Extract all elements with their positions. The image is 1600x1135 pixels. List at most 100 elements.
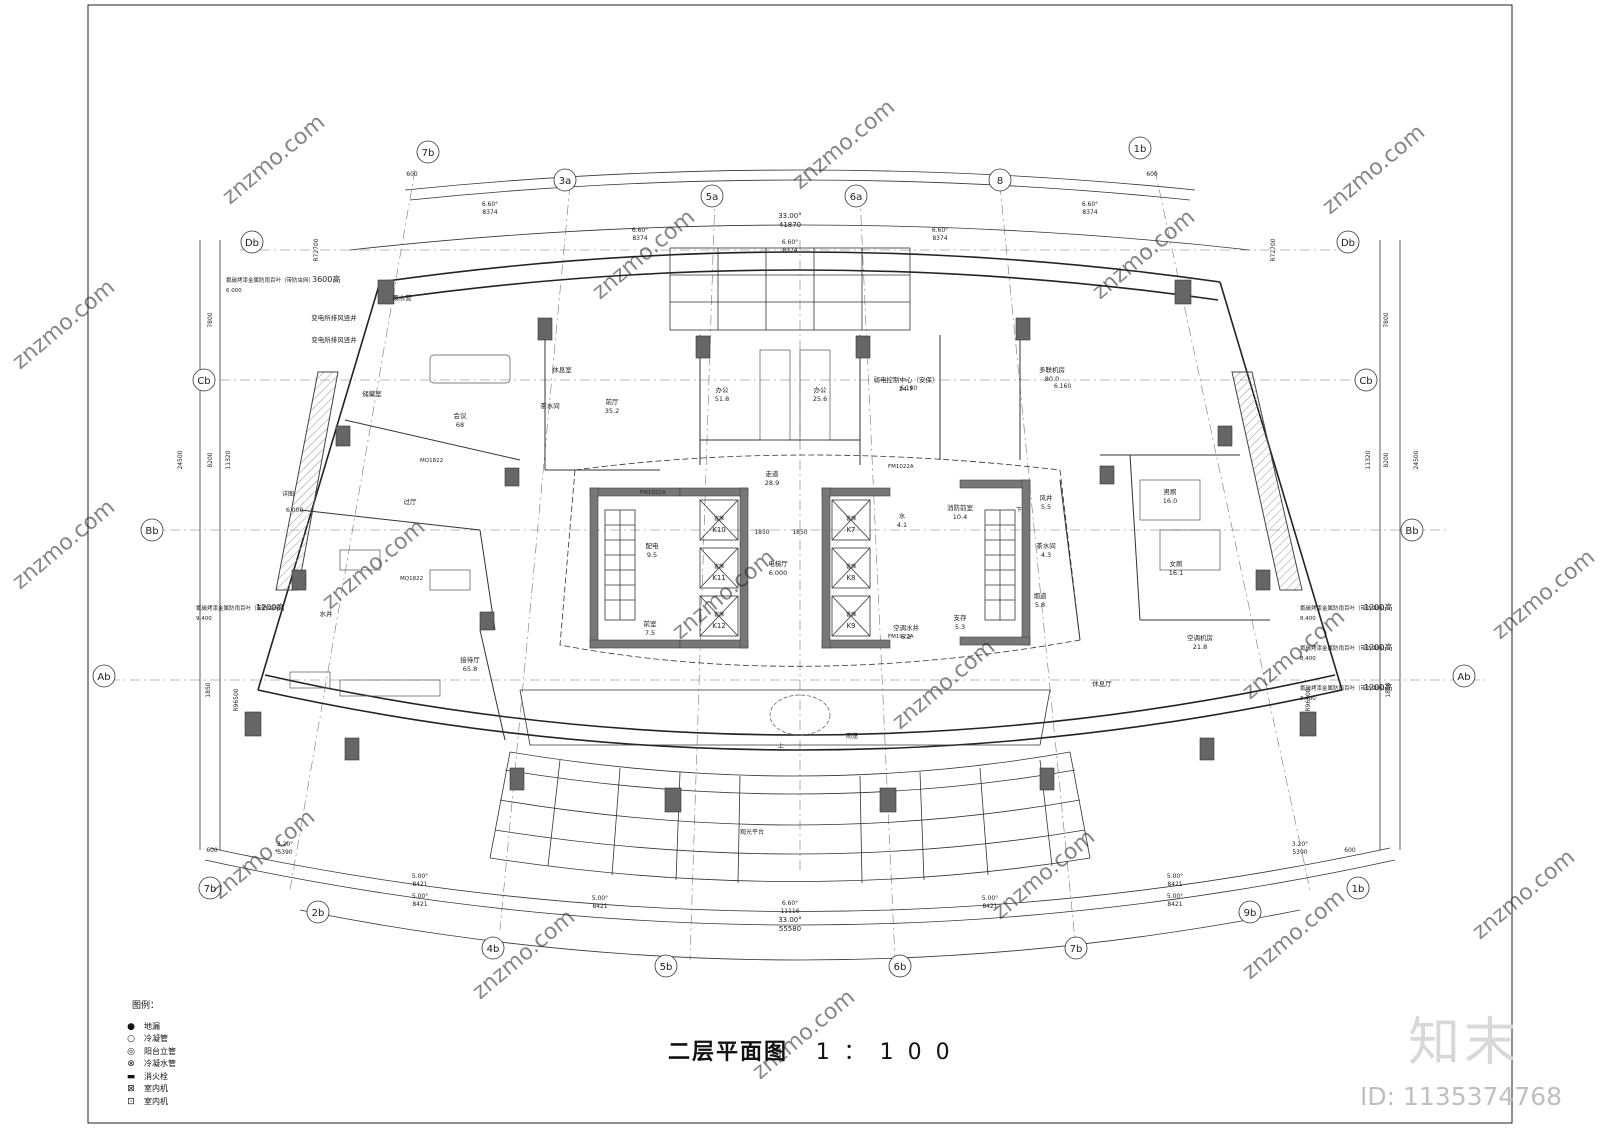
axis-label-left: Ab	[97, 672, 110, 683]
dim-bottom-seg-angle: 5.00°	[412, 893, 428, 900]
radius-outer: R72700	[313, 238, 320, 261]
dim-right-small: 1850	[1385, 682, 1392, 697]
axis-circle-right	[1354, 368, 1378, 392]
dim-bottom-edge-angle: 3.20°	[1292, 841, 1308, 848]
room-name: 空调水井	[893, 623, 920, 632]
window-code: MQ1822	[420, 458, 443, 464]
dim-top-seg-angle: 6.60°	[632, 227, 648, 234]
room-area: 5.3	[955, 623, 965, 631]
dim-bottom-seg-angle: 5.00°	[1167, 873, 1183, 880]
axis-circle-bottom	[654, 954, 678, 978]
sheet-border	[87, 4, 1513, 1124]
room-name: 办公	[814, 385, 828, 394]
watermark-text: znzmo.com	[1318, 120, 1430, 220]
room-name: 接待厅	[460, 655, 480, 664]
room-name: 烟道	[1034, 591, 1048, 600]
axis-label-right: Db	[1341, 238, 1355, 249]
elev-mid-left: 9.400	[196, 616, 212, 622]
dim-left-a: 7800	[207, 312, 214, 327]
room-area: 10.4	[953, 513, 967, 521]
room-name: 水	[899, 511, 906, 520]
watermark-text: znzmo.com	[1468, 845, 1580, 945]
axis-circle-bottom	[306, 900, 330, 924]
stair-up: 上	[778, 742, 784, 750]
dim-top-seg-length: 8374	[1082, 209, 1097, 216]
legend-row: ⊠室内机	[118, 1083, 176, 1096]
note-louver-left: 氟碳烤漆金属防雨百叶（带防虫网）	[196, 604, 284, 612]
axis-circle-top	[844, 184, 868, 208]
legend-symbol-icon: ◎	[127, 1046, 135, 1057]
axis-circle-top	[416, 140, 440, 164]
room-name: 消防前室	[947, 503, 974, 512]
dim-top-seg-length: 8374	[632, 235, 647, 242]
axis-label-bottom: 2b	[312, 908, 325, 919]
fire-door-3: FM1022A	[888, 634, 914, 640]
legend-label: 地漏	[144, 1021, 160, 1031]
axis-label-right: Cb	[1359, 376, 1372, 387]
dim-core-a: 1850	[754, 529, 769, 536]
elev-high-right: 8.400	[1300, 616, 1316, 622]
room-area: 9.5	[647, 551, 657, 559]
elev-label-2: 6.160	[1054, 383, 1071, 390]
room-label: 前室7.5	[644, 619, 658, 637]
lift-tag: 客梯	[714, 515, 724, 522]
lift-code: K8	[846, 574, 855, 582]
room-name: 过厅	[404, 497, 418, 506]
axis-label-top: 6a	[850, 192, 863, 203]
room-label: 茶水间	[540, 401, 560, 410]
drawing-title: 二层平面图	[668, 1040, 789, 1065]
lift-tag: 客梯	[846, 563, 856, 570]
dim-top-angle: 33.00°	[778, 212, 802, 220]
room-name: 风井	[1040, 493, 1054, 502]
watermark-text: znzmo.com	[1488, 545, 1600, 645]
legend-row: ⊡室内机	[118, 1096, 176, 1109]
dim-bottom-seg-length: 8421	[412, 881, 427, 888]
lift-code: K11	[712, 574, 726, 582]
watermark-text: znzmo.com	[1238, 885, 1350, 985]
note-louver-right-2: 氟碳烤漆金属防雨百叶（带防虫网）	[1300, 644, 1388, 652]
legend-label: 室内机	[144, 1096, 168, 1106]
room-area: 51.8	[715, 395, 729, 403]
legend-symbol-icon: ○	[127, 1034, 135, 1044]
room-area: 24.7	[899, 385, 913, 393]
axis-circle-left	[192, 368, 216, 392]
watermark-text: znzmo.com	[788, 95, 900, 195]
lift-tag: 客梯	[714, 611, 724, 618]
room-area: 4.1	[897, 521, 907, 529]
lift-code: K9	[846, 622, 855, 630]
bottom-platform	[489, 689, 1091, 884]
dim-bottom-seg-length: 8421	[412, 901, 427, 908]
dim-bottom-seg-length: 8421	[1167, 881, 1182, 888]
lift-code: K10	[712, 526, 726, 534]
legend-label: 冷凝管	[144, 1034, 168, 1043]
dim-core-b: 1850	[792, 529, 807, 536]
room-name: 休息室	[552, 365, 572, 374]
dim-bottom-seg-angle: 5.00°	[592, 895, 608, 902]
axis-circle-left	[240, 230, 264, 254]
stair-down: 下	[1016, 507, 1022, 514]
dim-right-b: 8200	[1383, 452, 1390, 467]
axis-circle-bottom	[481, 936, 505, 960]
room-area: 5.8	[1035, 601, 1045, 609]
legend-label: 阳台立管	[144, 1046, 176, 1056]
interior-partitions	[299, 330, 1270, 741]
dim-bottom-length: 55580	[779, 925, 801, 933]
room-label: 变电所排风竖井	[311, 335, 357, 344]
watermark-text: znzmo.com	[218, 110, 330, 210]
dim-edge-offset: 600	[206, 847, 218, 854]
dim-bottom-edge-length: 5390	[1292, 849, 1307, 856]
room-name: 多联机房	[1039, 365, 1065, 374]
room-label: 水井	[320, 609, 334, 618]
room-area: 5.5	[1041, 503, 1051, 511]
axis-circle-top	[700, 184, 724, 208]
room-label: 烟道5.8	[1034, 591, 1048, 609]
room-area: 21.8	[1193, 643, 1207, 651]
